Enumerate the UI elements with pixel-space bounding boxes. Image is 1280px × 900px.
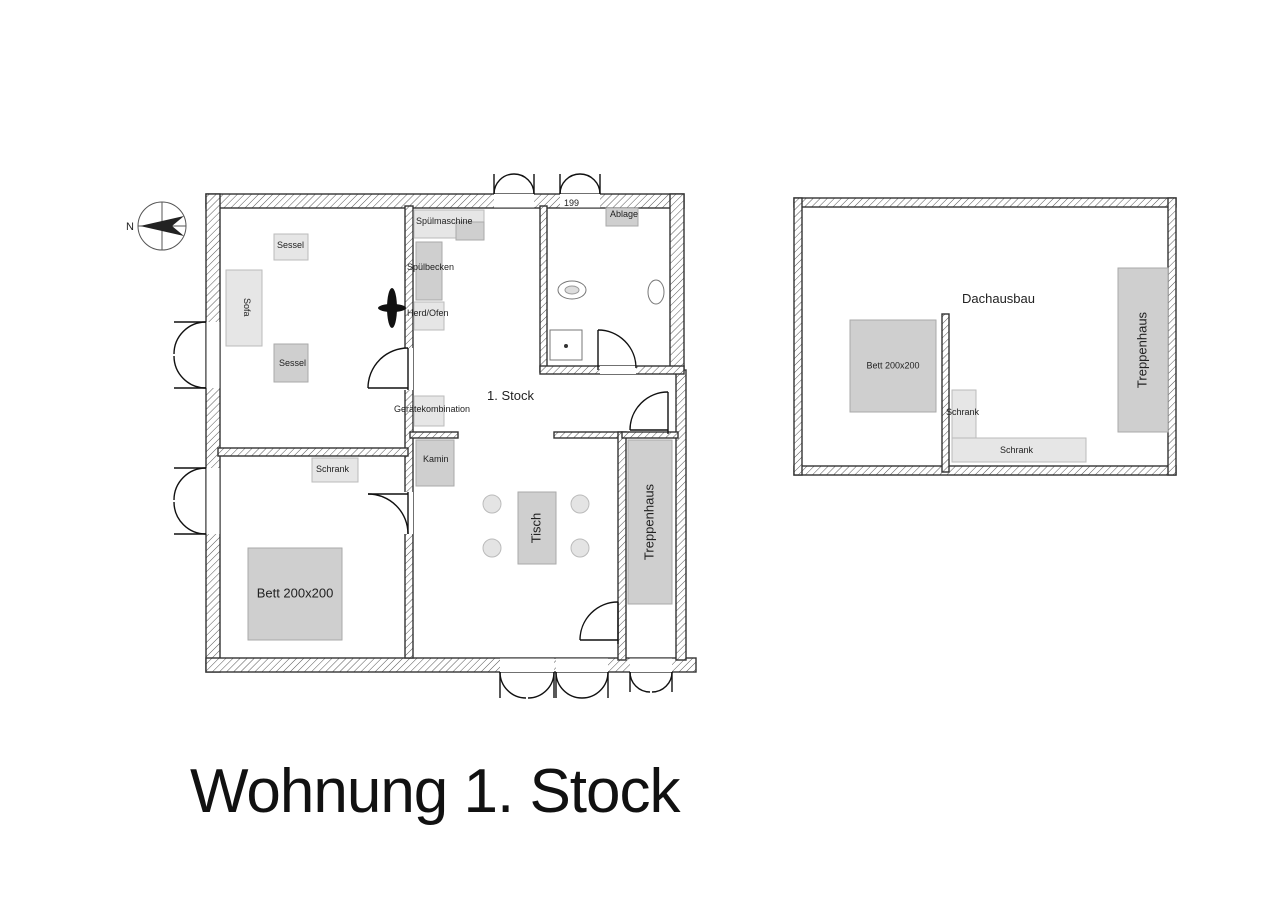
gap-bath-door bbox=[600, 366, 636, 374]
door-west-upper[interactable] bbox=[173, 321, 207, 389]
attic-wall-east bbox=[1167, 197, 1177, 476]
dining-table-label: Tisch bbox=[528, 513, 543, 544]
sink-label: Spülbecken bbox=[407, 262, 454, 272]
door-width-label: 199 bbox=[564, 198, 579, 208]
wall-north bbox=[205, 193, 685, 209]
appliance-combination-label: Gerätekombination bbox=[394, 404, 470, 414]
washbasin-icon bbox=[647, 279, 665, 305]
dining-table[interactable] bbox=[517, 491, 557, 565]
door-west-lower[interactable] bbox=[173, 467, 207, 535]
armchair-top[interactable] bbox=[273, 233, 309, 261]
attic-wardrobe-b-label: Schrank bbox=[1000, 445, 1034, 455]
door-north-1[interactable] bbox=[493, 173, 535, 195]
stairwell-label: Treppenhaus bbox=[641, 483, 656, 560]
sofa-label: Sofa bbox=[242, 298, 252, 317]
chair-icon bbox=[482, 538, 502, 558]
wall-stair-north bbox=[621, 431, 679, 439]
sofa[interactable] bbox=[225, 269, 263, 347]
attic-stairwell[interactable] bbox=[1117, 267, 1169, 433]
attic-room-label: Dachausbau bbox=[962, 291, 1035, 306]
attic-bed-label: Bett 200x200 bbox=[866, 360, 919, 370]
bed[interactable] bbox=[247, 547, 343, 641]
page-title: Wohnung 1. Stock bbox=[190, 757, 681, 826]
appliance-combination[interactable] bbox=[413, 395, 445, 427]
door-south-2[interactable] bbox=[555, 671, 609, 699]
gap-south-door-3 bbox=[630, 658, 672, 672]
attic-wall-north bbox=[793, 197, 1177, 208]
gap-west-window-lower bbox=[206, 468, 220, 534]
attic-wardrobe-a-label: Schrank bbox=[946, 407, 980, 417]
stove-oven-label: Herd/Ofen bbox=[407, 308, 449, 318]
door-stairwell-lower[interactable] bbox=[579, 601, 619, 644]
wardrobe-label: Schrank bbox=[316, 464, 350, 474]
dishwasher-label: Spülmaschine bbox=[416, 216, 473, 226]
door-north-2[interactable] bbox=[559, 173, 601, 195]
attic-wall-partition bbox=[941, 313, 950, 473]
wall-west bbox=[205, 193, 221, 673]
armchair-bottom-label: Sessel bbox=[279, 358, 306, 368]
wall-hall-partition bbox=[553, 431, 623, 439]
fireplace-label: Kamin bbox=[423, 454, 449, 464]
wardrobe[interactable] bbox=[311, 457, 359, 483]
attic-wall-south bbox=[793, 465, 1177, 476]
gap-north-door-2 bbox=[560, 194, 600, 208]
compass-icon: N bbox=[126, 201, 187, 251]
chair-icon bbox=[482, 494, 502, 514]
attic-wall-west bbox=[793, 197, 803, 476]
main-floor-plan: N Sessel Sofa Sessel Spülmaschine Spülbe… bbox=[126, 173, 697, 699]
door-living-room[interactable] bbox=[367, 347, 413, 390]
compass-north-label: N bbox=[126, 221, 134, 233]
window-frames bbox=[205, 207, 672, 659]
floor-label: 1. Stock bbox=[487, 388, 534, 403]
door-south-1[interactable] bbox=[499, 671, 555, 699]
fireplace-symbol-icon bbox=[378, 288, 406, 328]
door-stairwell-upper[interactable] bbox=[629, 391, 669, 434]
door-south-3[interactable] bbox=[629, 671, 673, 693]
wall-bath-west bbox=[539, 205, 548, 373]
gap-south-door-1 bbox=[500, 658, 554, 672]
stairwell[interactable] bbox=[627, 439, 673, 605]
wall-east-lower bbox=[675, 369, 687, 661]
toilet-icon bbox=[557, 280, 587, 300]
wall-east-upper bbox=[669, 193, 685, 371]
sink[interactable] bbox=[415, 241, 443, 301]
gap-west-window-upper bbox=[206, 322, 220, 388]
armchair-bottom[interactable] bbox=[273, 343, 309, 383]
wall-kitchen-partition bbox=[409, 431, 459, 439]
attic-wardrobe-b[interactable] bbox=[951, 437, 1087, 463]
bed-label: Bett 200x200 bbox=[257, 585, 334, 600]
attic-bed[interactable] bbox=[849, 319, 937, 413]
fireplace[interactable] bbox=[415, 439, 455, 487]
shelf-label: Ablage bbox=[610, 209, 638, 219]
armchair-top-label: Sessel bbox=[277, 240, 304, 250]
dishwasher-unit bbox=[455, 221, 485, 241]
attic-stairwell-label: Treppenhaus bbox=[1134, 311, 1149, 388]
shower-tray-icon bbox=[549, 329, 583, 361]
door-bedroom[interactable] bbox=[367, 492, 413, 535]
attic-floor-plan: Dachausbau Bett 200x200 Schrank Schrank … bbox=[793, 197, 1177, 476]
gap-north-door-1 bbox=[494, 194, 534, 208]
wall-stair-west bbox=[617, 431, 627, 661]
chair-icon bbox=[570, 494, 590, 514]
shelf[interactable] bbox=[605, 207, 639, 227]
wall-interior-horizontal-left bbox=[217, 447, 409, 457]
chair-icon bbox=[570, 538, 590, 558]
gap-south-door-2 bbox=[556, 658, 608, 672]
stove-oven[interactable] bbox=[413, 301, 445, 331]
door-bathroom[interactable] bbox=[597, 329, 637, 370]
